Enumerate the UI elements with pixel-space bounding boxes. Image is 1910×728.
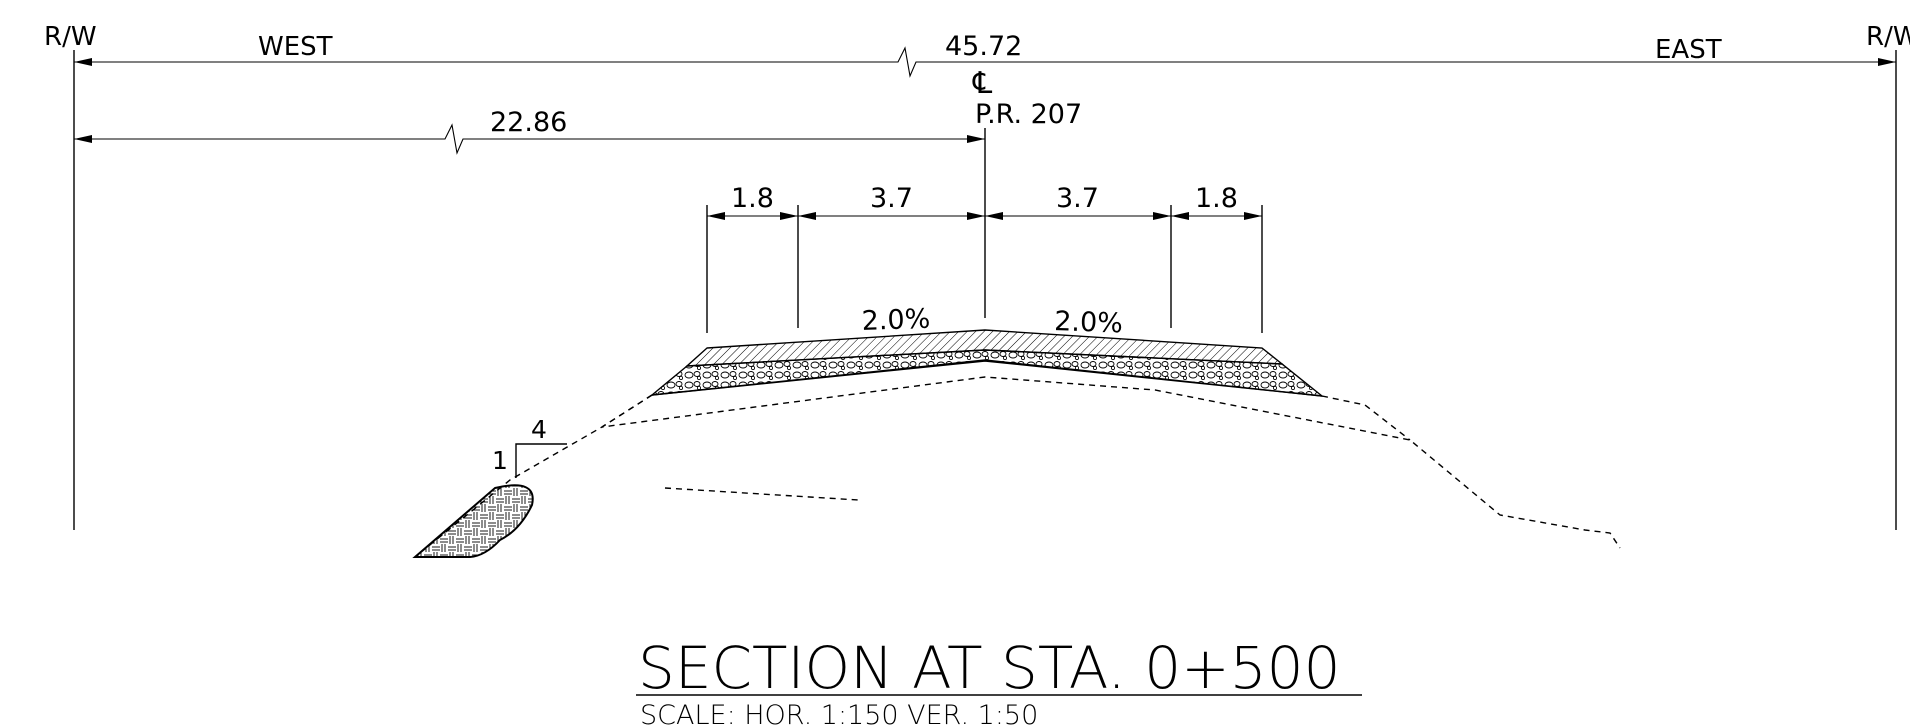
centerline-symbol: ℄ (972, 66, 992, 101)
direction-east: EAST (1655, 35, 1722, 65)
centerline-road-label: P.R. 207 (975, 99, 1082, 130)
dimension-lane-right: 3.7 (1056, 183, 1099, 214)
subgrade-line (601, 376, 1621, 549)
rock-fill (412, 484, 534, 558)
slope-label-left: 2.0% (861, 304, 931, 337)
row-label-right: R/W (1866, 22, 1910, 52)
dimension-total-width (74, 46, 1896, 78)
section-scale: SCALE: HOR. 1:150 VER. 1:50 (640, 700, 1038, 728)
dimension-half-width (74, 123, 985, 155)
dimension-shoulder-right: 1.8 (1195, 183, 1238, 214)
row-label-left: R/W (44, 22, 97, 52)
side-slope-left (414, 394, 653, 558)
side-slope-right (1321, 395, 1411, 441)
slope-label-right: 2.0% (1054, 306, 1124, 339)
dimension-lanes (707, 212, 1262, 220)
dimension-shoulder-left: 1.8 (731, 183, 774, 214)
dimension-total-width-label: 45.72 (945, 31, 1022, 62)
existing-ground-line (664, 487, 859, 501)
slope-ratio-vertical: 1 (492, 446, 508, 475)
dimension-half-width-label: 22.86 (490, 107, 567, 138)
direction-west: WEST (258, 32, 333, 62)
section-title: SECTION AT STA. 0+500 (638, 634, 1341, 702)
dimension-lane-left: 3.7 (870, 183, 913, 214)
slope-ratio-horizontal: 4 (531, 415, 547, 444)
slope-ratio-symbol (515, 443, 567, 478)
